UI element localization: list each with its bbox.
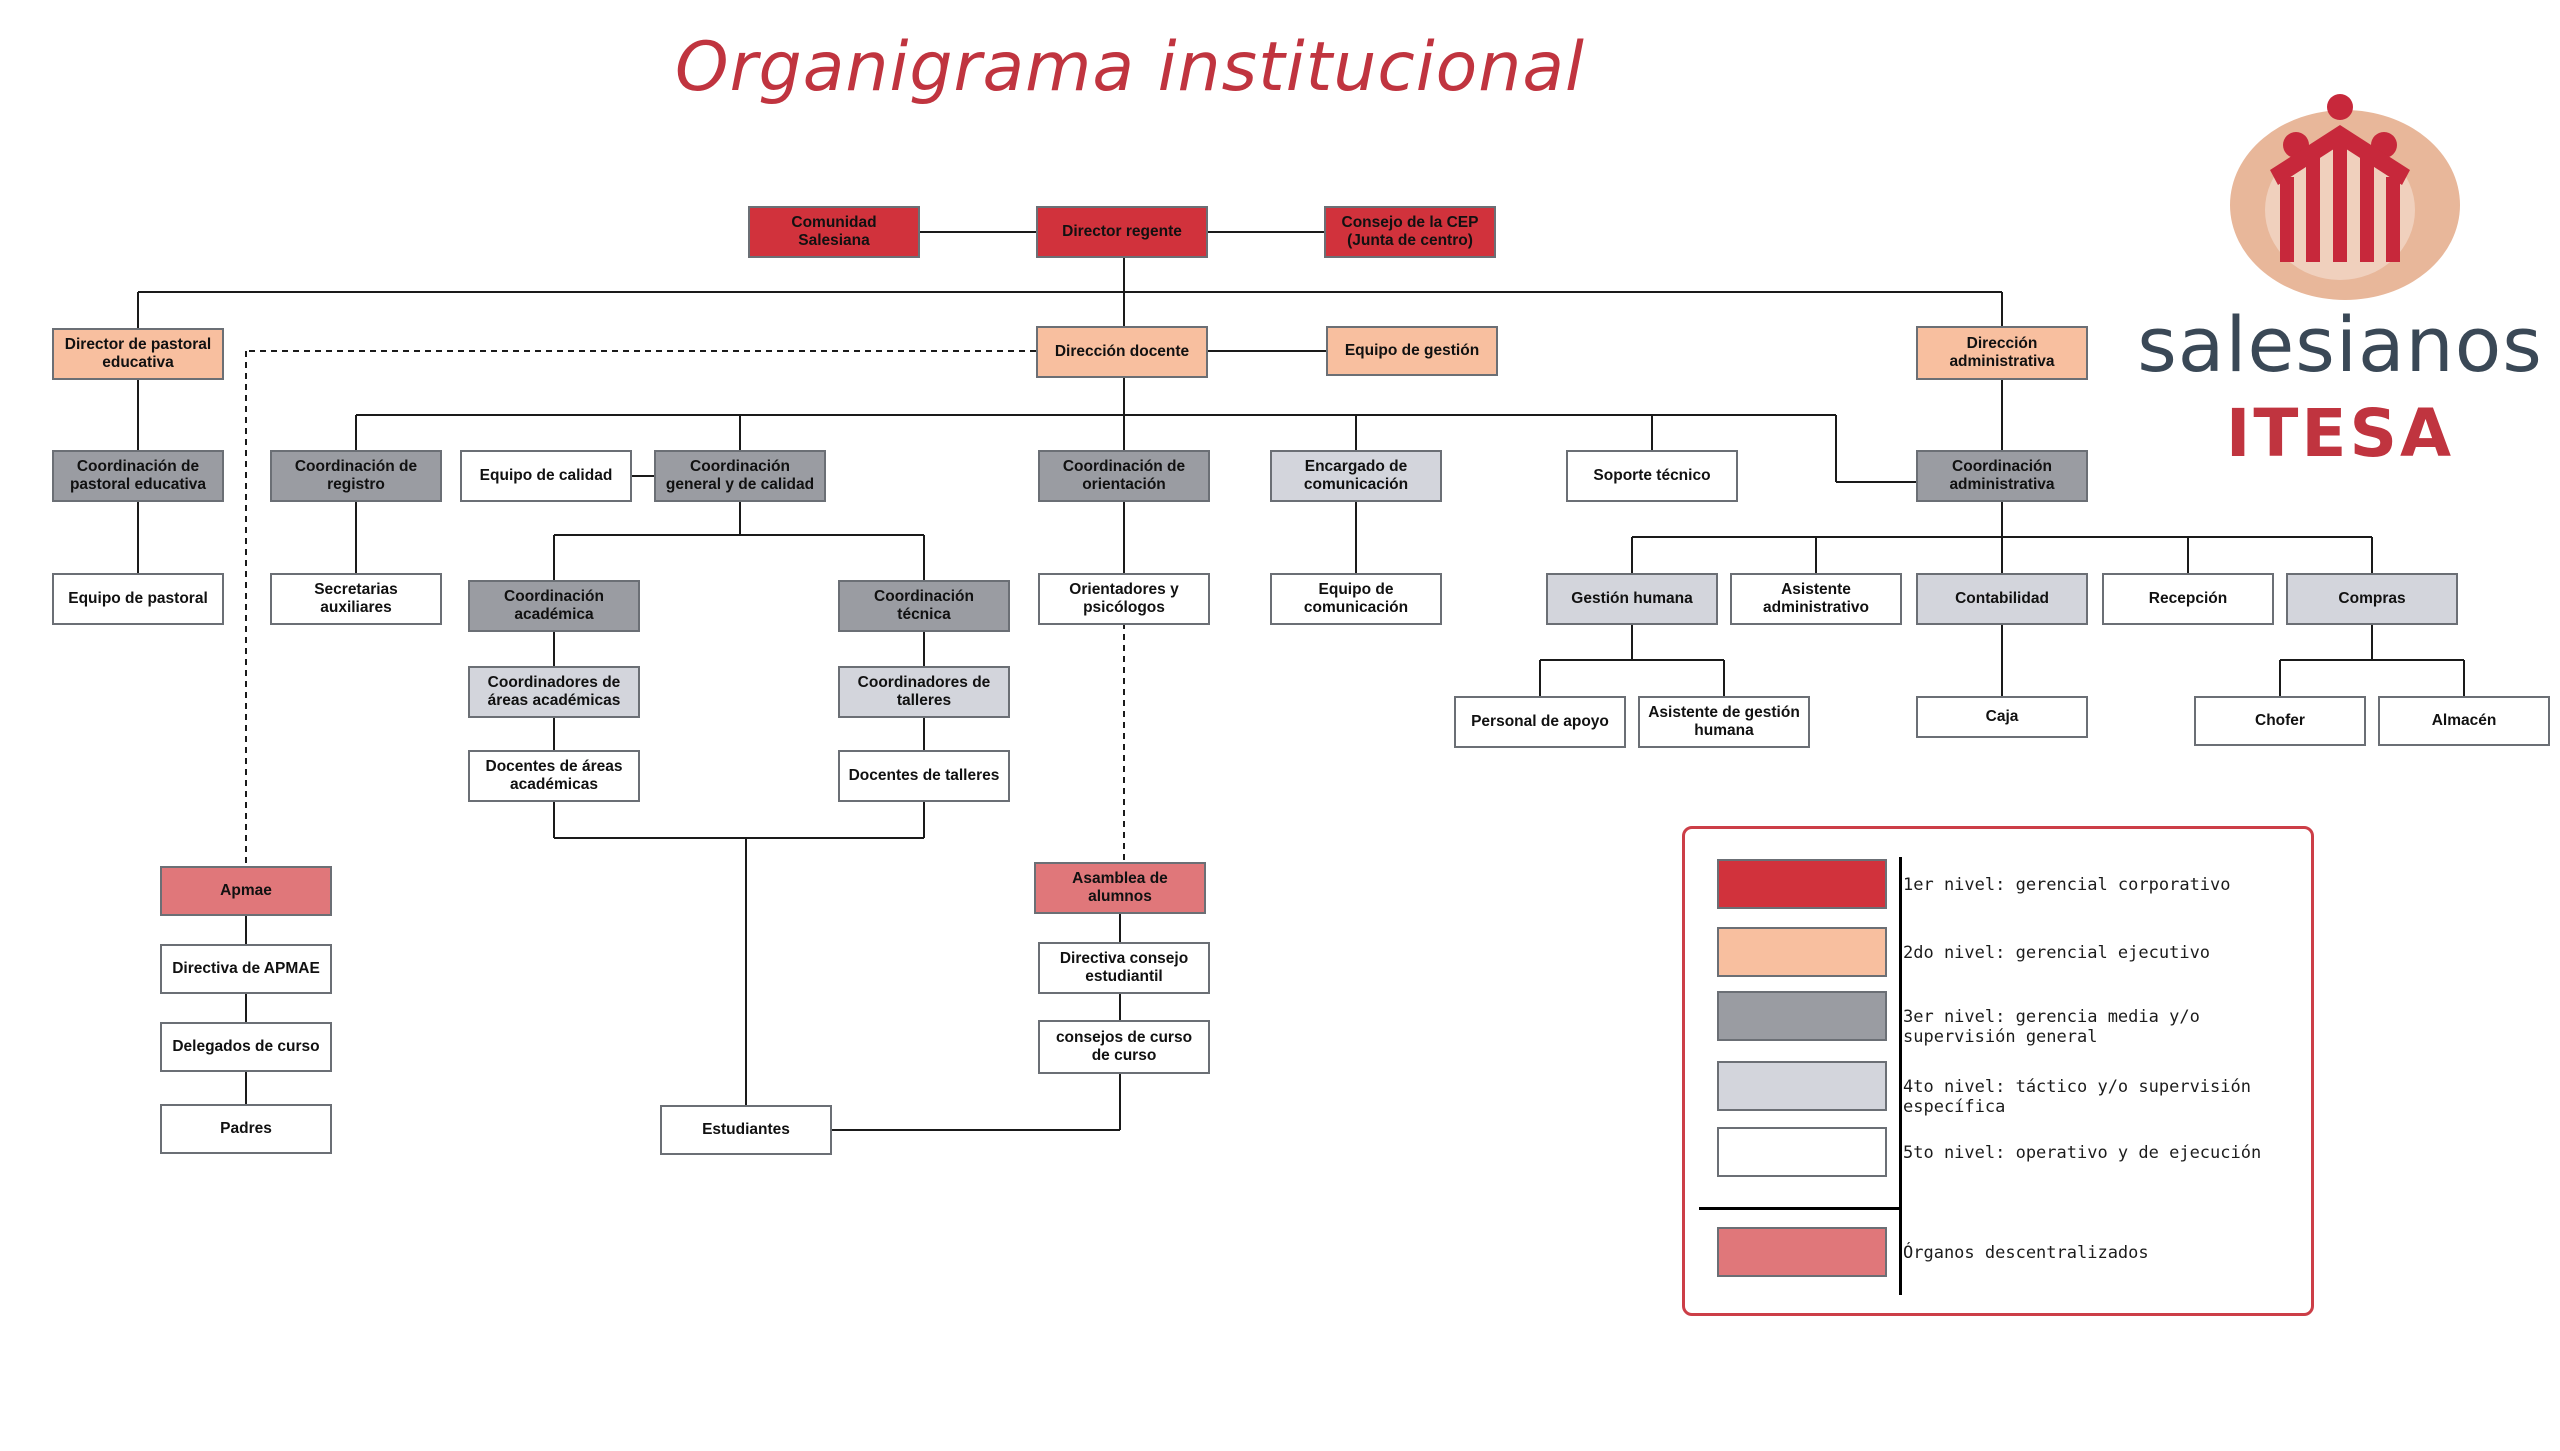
logo-subtitle: ITESA: [2225, 395, 2455, 472]
legend-swatch-decentralized: [1717, 1227, 1887, 1277]
legend-divider-horizontal: [1699, 1207, 1899, 1210]
legend-divider-vertical: [1899, 857, 1902, 1295]
legend-swatch-level5: [1717, 1127, 1887, 1177]
legend-label-level2: 2do nivel: gerencial ejecutivo: [1903, 943, 2211, 963]
node-compras: Compras: [2286, 573, 2458, 625]
legend-label-level5: 5to nivel: operativo y de ejecución: [1903, 1143, 2262, 1163]
page-title: Organigrama institucional: [675, 28, 1585, 107]
node-equipo-gestion: Equipo de gestión: [1326, 326, 1498, 376]
node-personal-apoyo: Personal de apoyo: [1454, 696, 1626, 748]
node-delegados-curso: Delegados de curso: [160, 1022, 332, 1072]
legend-label-decentralized: Órganos descentralizados: [1903, 1243, 2149, 1263]
logo-wordmark: salesianos: [2137, 300, 2543, 389]
node-docentes-talleres: Docentes de talleres: [838, 750, 1010, 802]
legend-swatch-level3: [1717, 991, 1887, 1041]
node-equipo-pastoral: Equipo de pastoral: [52, 573, 224, 625]
node-apmae: Apmae: [160, 866, 332, 916]
node-direccion-docente: Dirección docente: [1036, 326, 1208, 378]
node-director-regente: Director regente: [1036, 206, 1208, 258]
node-padres: Padres: [160, 1104, 332, 1154]
node-caja: Caja: [1916, 696, 2088, 738]
legend-swatch-level4: [1717, 1061, 1887, 1111]
node-gestion-humana: Gestión humana: [1546, 573, 1718, 625]
legend-swatch-level2: [1717, 927, 1887, 977]
salesianos-emblem-icon: [2230, 94, 2460, 300]
legend-label-level4: 4to nivel: táctico y/o supervisión espec…: [1903, 1077, 2251, 1117]
legend-swatch-level1: [1717, 859, 1887, 909]
legend-label-level3: 3er nivel: gerencia media y/o supervisió…: [1903, 1007, 2200, 1047]
node-soporte-tecnico: Soporte técnico: [1566, 450, 1738, 502]
legend: 1er nivel: gerencial corporativo 2do niv…: [1682, 826, 2314, 1316]
node-recepcion: Recepción: [2102, 573, 2274, 625]
node-estudiantes: Estudiantes: [660, 1105, 832, 1155]
node-equipo-calidad: Equipo de calidad: [460, 450, 632, 502]
legend-label-level1: 1er nivel: gerencial corporativo: [1903, 875, 2231, 895]
node-directiva-apmae: Directiva de APMAE: [160, 944, 332, 994]
node-chofer: Chofer: [2194, 696, 2366, 746]
node-consejo-cep: Consejo de la CEP(Junta de centro): [1324, 206, 1496, 258]
node-almacen: Almacén: [2378, 696, 2550, 746]
node-contabilidad: Contabilidad: [1916, 573, 2088, 625]
